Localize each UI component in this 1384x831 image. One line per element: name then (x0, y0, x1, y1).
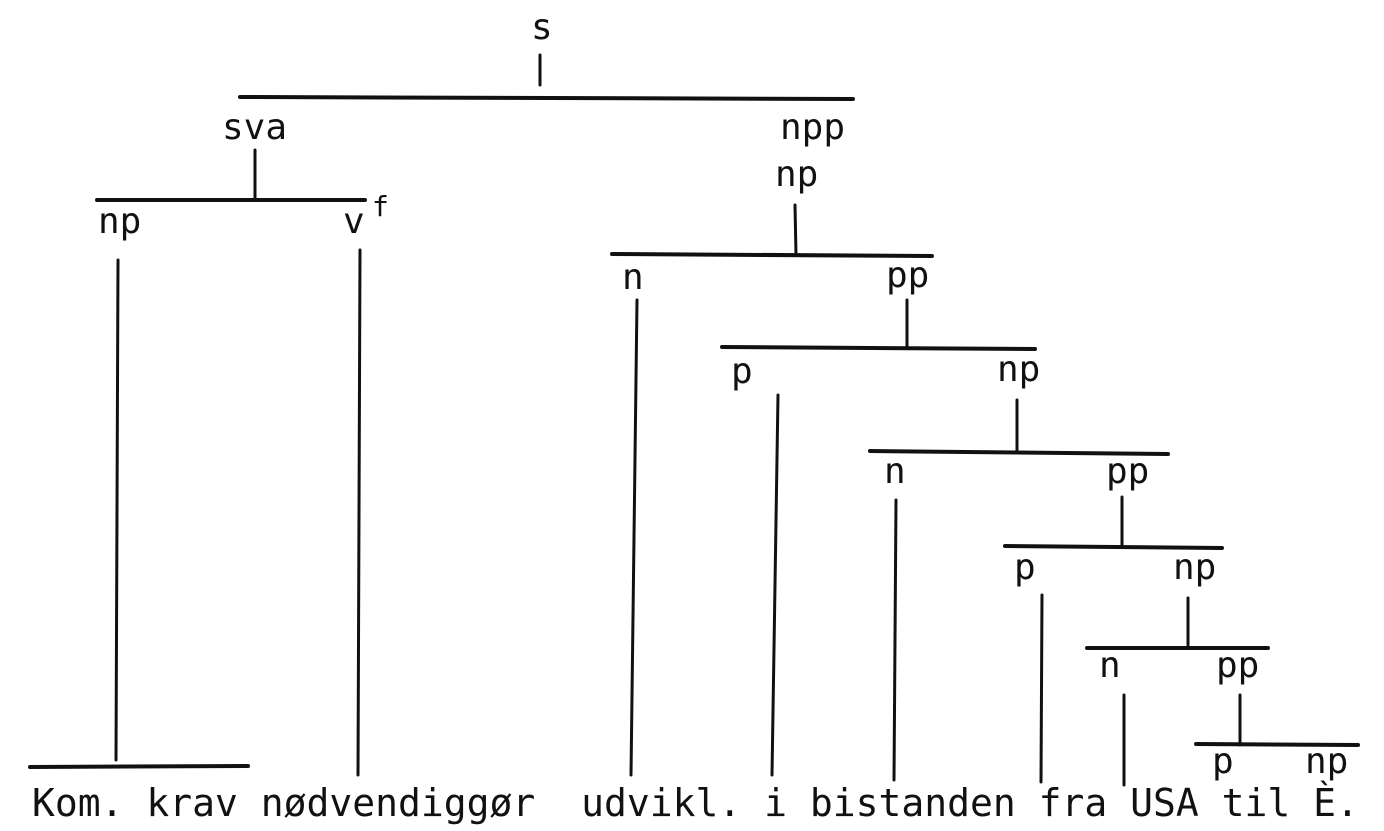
bar-kom-krav (28, 764, 250, 769)
stem-np1 (793, 203, 798, 257)
node-pp2: pp (1106, 451, 1150, 492)
analyzed-sentence: Kom. krav nødvendiggør udvikl. i bistand… (32, 781, 1359, 825)
node-npp: npp (780, 107, 846, 148)
node-sva: sva (222, 107, 288, 148)
node-p3: p (1212, 741, 1234, 782)
node-n3: n (1099, 645, 1121, 686)
node-v: v (343, 201, 365, 242)
node-s: s (531, 7, 553, 48)
bar-np1 (610, 252, 934, 258)
branch-v (356, 248, 362, 777)
node-pp1: pp (886, 255, 930, 296)
bar-pp3 (1194, 742, 1360, 747)
node-v-feature: f (372, 190, 389, 223)
node-pp3: pp (1216, 645, 1260, 686)
branch-p2 (1039, 593, 1044, 784)
branch-p1 (770, 393, 780, 777)
node-n2: n (884, 451, 906, 492)
node-np1: np (775, 154, 819, 195)
node-n1: n (622, 257, 644, 298)
bar-pp1 (720, 345, 1037, 351)
node-np-subject: np (98, 201, 142, 242)
branch-n2 (892, 498, 898, 782)
node-np4: np (1305, 741, 1349, 782)
node-p1: p (731, 351, 753, 392)
node-np3: np (1173, 547, 1217, 588)
bar-pp2 (1003, 544, 1224, 550)
bar-np2 (868, 449, 1170, 456)
bar-s (238, 95, 855, 101)
node-p2: p (1014, 547, 1036, 588)
branch-np-kom (114, 258, 120, 762)
node-np2: np (997, 349, 1041, 390)
branch-n1 (629, 298, 639, 777)
